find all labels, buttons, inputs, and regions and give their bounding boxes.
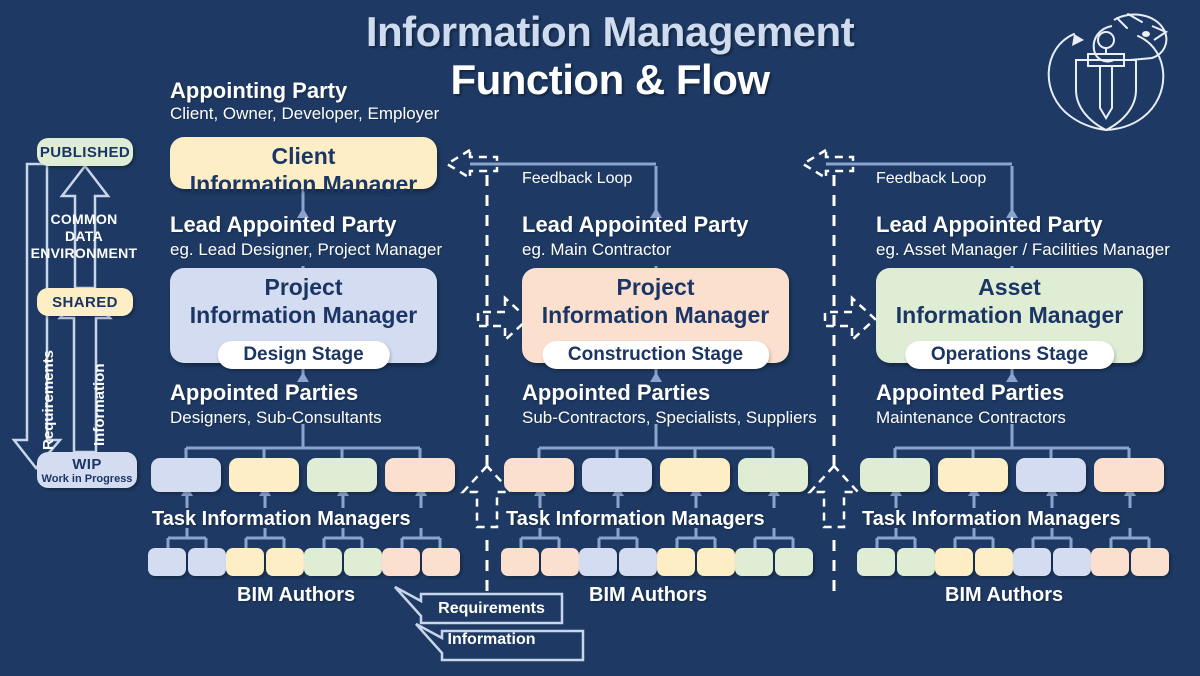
column-1-author-chip-6[interactable] xyxy=(344,548,382,576)
column-3-manager-line-1: Asset xyxy=(978,274,1041,300)
column-1-manager-box[interactable]: Project Information Manager Design Stage xyxy=(170,268,437,369)
column-1-party-chip-4[interactable] xyxy=(385,458,455,492)
requirements-flow-label: Requirements xyxy=(438,600,545,617)
column-3-author-chip-6[interactable] xyxy=(1053,548,1091,576)
cde-title-line-2: DATA xyxy=(64,228,103,244)
column-2-stage-pill[interactable]: Construction Stage xyxy=(541,341,770,369)
information-flow-label: Information xyxy=(447,631,536,648)
column-1-author-chip-4[interactable] xyxy=(266,548,304,576)
cde-published-pill[interactable]: PUBLISHED xyxy=(37,138,133,166)
column-3-party-chip-2[interactable] xyxy=(938,458,1008,492)
column-2-author-chip-4[interactable] xyxy=(619,548,657,576)
column-1-heading: Lead Appointed Party xyxy=(170,212,397,237)
column-2-author-chip-1[interactable] xyxy=(501,548,539,576)
column-2-author-chip-2[interactable] xyxy=(541,548,579,576)
column-3-manager-line-2: Information Manager xyxy=(895,302,1124,328)
column-3-party-chip-1[interactable] xyxy=(860,458,930,492)
feedback-loop-label-2: Feedback Loop xyxy=(876,170,987,187)
column-2-author-chip-5[interactable] xyxy=(657,548,695,576)
column-3-appointed-parties-subheading: Maintenance Contractors xyxy=(876,408,1066,427)
column-3-author-chip-3[interactable] xyxy=(935,548,973,576)
column-1-author-chip-2[interactable] xyxy=(188,548,226,576)
column-3-subheading: eg. Asset Manager / Facilities Manager xyxy=(876,240,1170,259)
column-2-manager-line-2: Information Manager xyxy=(541,302,770,328)
column-3-stage-pill[interactable]: Operations Stage xyxy=(904,341,1115,369)
column-3-heading: Lead Appointed Party xyxy=(876,212,1103,237)
column-2-manager-line-1: Project xyxy=(616,274,695,300)
cde-title-line-3: ENVIRONMENT xyxy=(30,245,138,261)
column-1-manager-line-2: Information Manager xyxy=(189,302,418,328)
cde-title-line-1: COMMON xyxy=(50,211,118,227)
column-1-bim-authors-label: BIM Authors xyxy=(237,584,356,606)
title-line-2: Function & Flow xyxy=(450,56,770,103)
column-1-party-chip-1[interactable] xyxy=(151,458,221,492)
client-box-line-2: Information Manager xyxy=(189,171,418,197)
client-box-line-1: Client xyxy=(271,143,336,169)
column-2-party-chip-2[interactable] xyxy=(582,458,652,492)
column-1-appointed-parties-subheading: Designers, Sub-Consultants xyxy=(170,408,382,427)
column-3-author-chip-5[interactable] xyxy=(1013,548,1051,576)
column-1-stage-pill[interactable]: Design Stage xyxy=(217,341,390,369)
column-1-task-managers-label: Task Information Managers xyxy=(152,508,411,530)
column-1-author-chip-7[interactable] xyxy=(382,548,420,576)
column-2-party-chip-1[interactable] xyxy=(504,458,574,492)
client-information-manager-box[interactable]: Client Information Manager xyxy=(170,137,437,197)
column-2-subheading: eg. Main Contractor xyxy=(522,240,672,259)
cde-shared-label: SHARED xyxy=(52,293,118,311)
column-2-author-chip-7[interactable] xyxy=(735,548,773,576)
column-1-manager-line-1: Project xyxy=(264,274,343,300)
column-1-appointed-parties-heading: Appointed Parties xyxy=(170,380,359,405)
column-2-appointed-parties-heading: Appointed Parties xyxy=(522,380,711,405)
cde-wip-sublabel: Work in Progress xyxy=(41,472,133,485)
column-3-party-chip-4[interactable] xyxy=(1094,458,1164,492)
column-3-party-chip-3[interactable] xyxy=(1016,458,1086,492)
dragon-shield-sword-logo xyxy=(1018,4,1194,134)
column-3-author-chip-4[interactable] xyxy=(975,548,1013,576)
cde-published-label: PUBLISHED xyxy=(39,143,131,161)
column-1-subheading: eg. Lead Designer, Project Manager xyxy=(170,240,443,259)
column-2-party-chip-4[interactable] xyxy=(738,458,808,492)
column-1-author-chip-5[interactable] xyxy=(304,548,342,576)
column-3-bim-authors-label: BIM Authors xyxy=(945,584,1064,606)
column-3-manager-box[interactable]: Asset Information Manager Operations Sta… xyxy=(876,268,1143,369)
column-1-party-chip-2[interactable] xyxy=(229,458,299,492)
appointing-party-subheading: Client, Owner, Developer, Employer xyxy=(170,104,440,123)
column-2-author-chip-6[interactable] xyxy=(697,548,735,576)
column-3-appointed-parties-heading: Appointed Parties xyxy=(876,380,1065,405)
column-2-heading: Lead Appointed Party xyxy=(522,212,749,237)
column-2-manager-box[interactable]: Project Information Manager Construction… xyxy=(522,268,789,369)
feedback-loop-label-1: Feedback Loop xyxy=(522,170,633,187)
column-3-author-chip-7[interactable] xyxy=(1091,548,1129,576)
column-1-author-chip-1[interactable] xyxy=(148,548,186,576)
column-1-author-chip-8[interactable] xyxy=(422,548,460,576)
cde-shared-pill[interactable]: SHARED xyxy=(37,288,133,316)
cde-wip-pill[interactable]: WIP Work in Progress xyxy=(37,452,137,488)
cde-requirements-label: Requirements xyxy=(40,349,57,450)
column-2-party-chip-3[interactable] xyxy=(660,458,730,492)
cde-title: COMMON DATA ENVIRONMENT xyxy=(18,211,150,262)
column-2-task-managers-label: Task Information Managers xyxy=(506,508,765,530)
column-2-author-chip-3[interactable] xyxy=(579,548,617,576)
column-1-author-chip-3[interactable] xyxy=(226,548,264,576)
cde-wip-label: WIP xyxy=(72,455,102,473)
column-3-author-chip-2[interactable] xyxy=(897,548,935,576)
column-3-task-managers-label: Task Information Managers xyxy=(862,508,1121,530)
column-1-party-chip-3[interactable] xyxy=(307,458,377,492)
title-line-1: Information Management xyxy=(365,8,855,55)
column-3-author-chip-1[interactable] xyxy=(857,548,895,576)
column-3-author-chip-8[interactable] xyxy=(1131,548,1169,576)
column-2-bim-authors-label: BIM Authors xyxy=(589,584,708,606)
page-title: Information Management Function & Flow xyxy=(240,8,980,104)
cde-information-label: Information xyxy=(91,363,108,447)
column-2-author-chip-8[interactable] xyxy=(775,548,813,576)
appointing-party-heading: Appointing Party xyxy=(170,78,348,103)
column-2-appointed-parties-subheading: Sub-Contractors, Specialists, Suppliers xyxy=(522,408,817,427)
